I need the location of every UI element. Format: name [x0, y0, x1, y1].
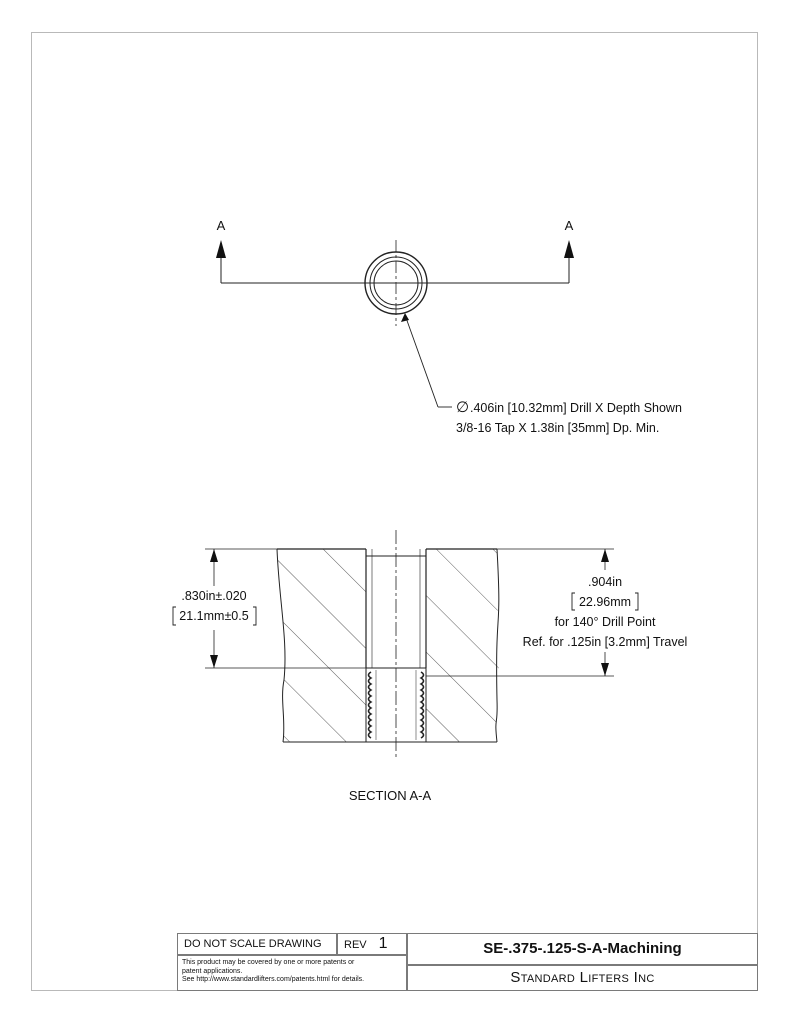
- patent-notice: This product may be covered by one or mo…: [177, 955, 407, 991]
- part-number: SE-.375-.125-S-A-Machining: [407, 933, 758, 965]
- section-view: .830in±.020 21.1mm±0.5 .904in 22.96mm fo…: [172, 530, 688, 803]
- right-dimension-note-1: for 140° Drill Point: [555, 615, 656, 629]
- callout-line-1: .406in [10.32mm] Drill X Depth Shown: [470, 401, 682, 415]
- top-view: A A ∅ .406in [10.32mm] Drill X Depth Sho…: [216, 218, 682, 435]
- patent-notice-line-3: See http://www.standardlifters.com/paten…: [182, 976, 365, 983]
- section-marker-left: A: [217, 218, 226, 233]
- section-arrow-right: [564, 240, 574, 258]
- left-dimension-imperial: .830in±.020: [181, 589, 246, 603]
- do-not-scale-note: DO NOT SCALE DRAWING: [177, 933, 337, 955]
- revision-value: 1: [378, 935, 388, 952]
- section-arrow-left: [216, 240, 226, 258]
- right-dimension-note-2: Ref. for .125in [3.2mm] Travel: [523, 635, 688, 649]
- revision-label: REV: [344, 939, 367, 951]
- right-dimension-metric: 22.96mm: [579, 595, 631, 609]
- section-label: SECTION A-A: [349, 788, 432, 803]
- left-dimension: [205, 548, 366, 669]
- callout-line-2: 3/8-16 Tap X 1.38in [35mm] Dp. Min.: [456, 421, 659, 435]
- left-dimension-metric: 21.1mm±0.5: [179, 609, 248, 623]
- revision-cell: REV 1: [337, 933, 407, 955]
- hole-top-view: [355, 240, 437, 326]
- right-dimension-imperial: .904in: [588, 575, 622, 589]
- callout-leader: [401, 313, 452, 408]
- right-dimension: [426, 548, 614, 677]
- patent-notice-line-2: patent applications.: [182, 967, 243, 975]
- patent-notice-line-1: This product may be covered by one or mo…: [182, 959, 355, 966]
- company-name: Standard Lifters Inc: [407, 965, 758, 991]
- diameter-icon: ∅: [456, 399, 469, 416]
- section-marker-right: A: [565, 218, 574, 233]
- title-block: DO NOT SCALE DRAWING REV 1 This product m…: [177, 933, 758, 991]
